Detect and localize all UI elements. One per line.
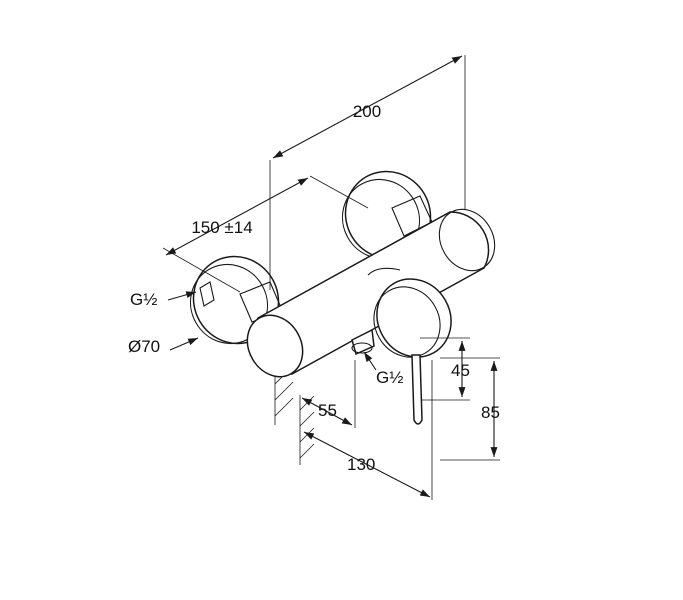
outlet-thread-label: G½ <box>376 368 403 387</box>
dim-130 <box>303 360 433 500</box>
dim-rosette-diameter <box>169 337 199 351</box>
dim-85-label: 85 <box>481 403 500 422</box>
dim-150-label: 150 ±14 <box>191 218 252 237</box>
outlet-spout <box>351 328 375 356</box>
dim-45-label: 45 <box>451 361 470 380</box>
lever-handle <box>367 267 452 425</box>
rosette-diameter-label: Ø70 <box>128 337 160 356</box>
dim-85 <box>440 357 500 461</box>
dim-inlet-thread <box>167 291 197 301</box>
dim-200-label: 200 <box>353 102 381 121</box>
dim-45 <box>420 337 470 401</box>
mixer-body <box>246 208 496 378</box>
dim-outlet-thread <box>363 351 377 371</box>
dim-55 <box>301 360 356 428</box>
inlet-thread-label: G½ <box>130 290 157 309</box>
dim-130-label: 130 <box>347 455 375 474</box>
dim-55-label: 55 <box>318 401 337 420</box>
dim-150 <box>162 175 369 293</box>
